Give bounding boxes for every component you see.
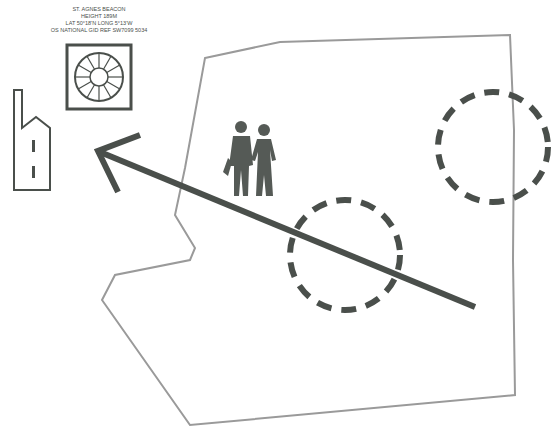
walking-couple (223, 121, 276, 196)
wheel-spoke (87, 85, 95, 98)
area-outline (102, 35, 515, 425)
beacon-info-text: LAT 50°18'N LONG 5°13'W (49, 20, 150, 27)
wheel-spoke (104, 56, 112, 69)
wheel-spoke (98, 53, 99, 68)
beacon-symbol (67, 45, 131, 109)
wheel-spoke (108, 76, 123, 77)
arrow-head (98, 135, 140, 192)
wheel-spoke (98, 86, 99, 101)
wheel-spoke (78, 82, 91, 90)
wheel-spoke (75, 76, 90, 77)
wheel-spoke (78, 65, 91, 73)
beacon-info-text: ST. AGNES BEACON (49, 6, 150, 13)
beacon-info-text: OS NATIONAL GID REF SW7099 5034 (49, 27, 150, 34)
wheel-spoke (107, 65, 120, 73)
direction-arrow (100, 152, 475, 307)
wheel-spoke (87, 56, 95, 69)
beacon-info-text: HEIGHT 189M (49, 13, 150, 20)
dashed-zone (438, 92, 548, 202)
engine-house (14, 90, 50, 190)
wheel-spoke (104, 85, 112, 98)
wheel-spoke (107, 82, 120, 90)
beacon-label: ST. AGNES BEACONHEIGHT 189MLAT 50°18'N L… (49, 6, 150, 34)
